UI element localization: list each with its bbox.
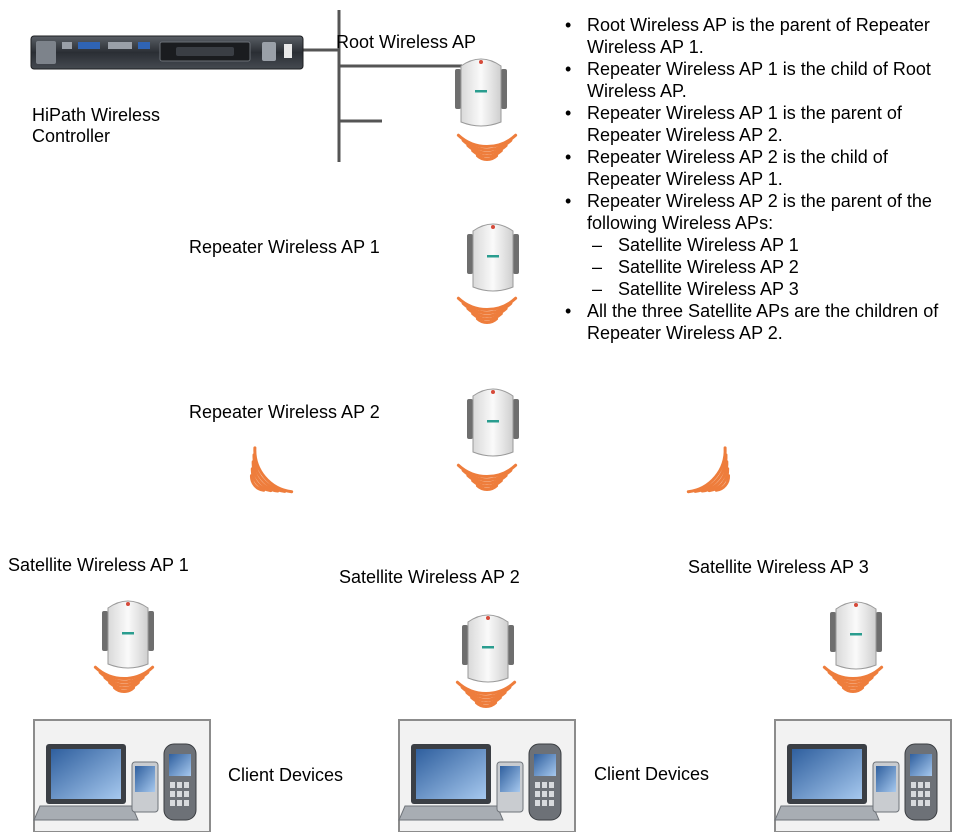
note-item: Repeater Wireless AP 2 is the child of R… (560, 146, 955, 190)
signal-satellite2-to-clients (455, 680, 517, 708)
sub-note-item: Satellite Wireless AP 2 (560, 256, 955, 278)
signal-repeater1-to-repeater2 (456, 296, 518, 324)
client-devices-group-2 (398, 719, 576, 833)
client-devices-group-3 (774, 719, 952, 833)
signal-satellite1-to-clients (93, 665, 155, 693)
pda-icon (872, 761, 900, 813)
repeater-ap-1-label: Repeater Wireless AP 1 (189, 237, 380, 257)
pda-icon (131, 761, 159, 813)
wireless-signals (93, 133, 884, 708)
note-item: Repeater Wireless AP 1 is the parent of … (560, 102, 955, 146)
repeater-ap-2-label: Repeater Wireless AP 2 (189, 402, 380, 422)
note-item: Repeater Wireless AP 2 is the parent of … (560, 190, 955, 234)
satellite-ap-2-label: Satellite Wireless AP 2 (339, 567, 520, 587)
repeater-wireless-ap-1-icon (467, 223, 519, 292)
controller-label-text: HiPath Wireless Controller (32, 105, 161, 146)
note-item: Root Wireless AP is the parent of Repeat… (560, 14, 955, 58)
note-item: All the three Satellite APs are the chil… (560, 300, 955, 344)
client-devices-label-1: Client Devices (228, 765, 344, 785)
access-points (102, 58, 882, 683)
satellite-wireless-ap-2-icon (462, 614, 514, 683)
satellite-ap-3-label: Satellite Wireless AP 3 (688, 557, 869, 577)
laptop-icon (398, 744, 504, 821)
root-wireless-ap-icon (455, 58, 507, 127)
signal-repeater2-to-satellite2 (456, 463, 518, 491)
sub-note-item: Satellite Wireless AP 1 (560, 234, 955, 256)
client-devices-group-1 (33, 719, 211, 833)
repeater-wireless-ap-2-icon (467, 388, 519, 457)
wireless-controller-icon (30, 35, 304, 70)
signal-satellite3-to-clients (822, 665, 884, 693)
pda-icon (496, 761, 524, 813)
laptop-icon (774, 744, 880, 821)
signal-repeater2-to-satellite3 (686, 446, 731, 494)
signal-repeater2-to-satellite1 (249, 446, 294, 494)
mobile-phone-icon (163, 743, 197, 821)
satellite-ap-1-label: Satellite Wireless AP 1 (8, 555, 189, 575)
wired-network-lines (302, 10, 462, 162)
client-device-groups (33, 719, 952, 833)
laptop-icon (33, 744, 139, 821)
client-devices-label-2: Client Devices (594, 764, 710, 784)
satellite-wireless-ap-3-icon (830, 601, 882, 670)
note-item: Repeater Wireless AP 1 is the child of R… (560, 58, 955, 102)
satellite-wireless-ap-1-icon (102, 600, 154, 669)
signal-root-to-repeater1 (456, 133, 518, 161)
hierarchy-notes: Root Wireless AP is the parent of Repeat… (560, 14, 955, 344)
mobile-phone-icon (904, 743, 938, 821)
root-ap-label: Root Wireless AP (336, 32, 477, 52)
mobile-phone-icon (528, 743, 562, 821)
sub-note-item: Satellite Wireless AP 3 (560, 278, 955, 300)
controller-label: HiPath Wireless Controller (32, 105, 202, 147)
